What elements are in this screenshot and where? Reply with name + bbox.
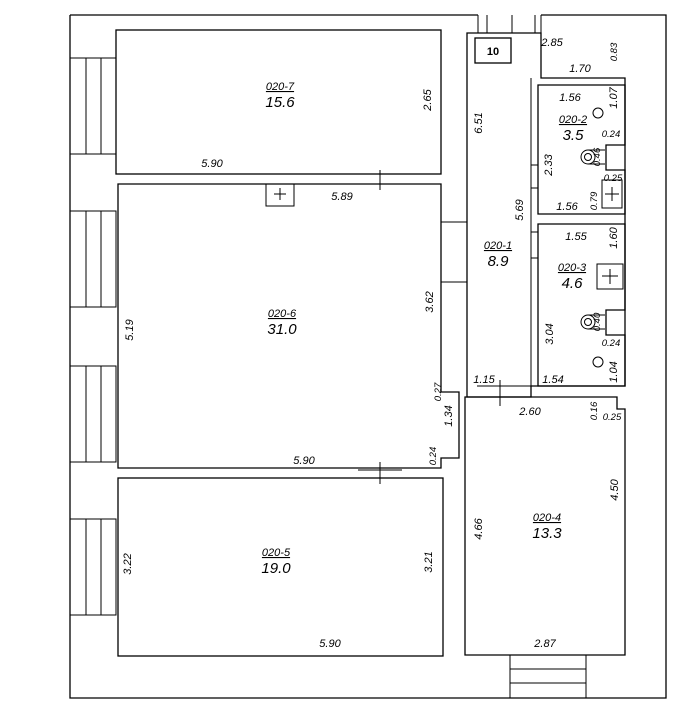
dim-r2-d: 0.79 [589, 191, 600, 210]
window-left-3 [69, 365, 117, 463]
room-label-020-2: 020-2 [559, 114, 587, 126]
dim-r3-right-top: 1.60 [608, 226, 620, 248]
room-label-020-4: 020-4 [533, 512, 561, 524]
dim-r7-right: 2.65 [422, 88, 434, 111]
room-020-6-outline [117, 183, 460, 469]
dim-r3-b: 0.24 [602, 338, 621, 349]
fixture-symbol-r2 [601, 179, 623, 209]
room-label-020-7: 020-7 [266, 81, 295, 93]
dim-r2-top: 1.56 [559, 92, 581, 104]
dim-r3-bottom: 1.54 [542, 374, 563, 386]
door-mark-r6-top [358, 170, 402, 190]
room-area-020-7: 15.6 [265, 94, 295, 111]
room-area-020-1: 8.9 [488, 253, 510, 270]
dim-corridor-bottom: 1.15 [473, 374, 495, 386]
dim-corridor-mid: 5.69 [514, 199, 526, 220]
dim-corridor-top: 2.85 [540, 37, 563, 49]
room-label-020-6: 020-6 [268, 308, 297, 320]
dim-corridor-height: 6.51 [473, 112, 485, 133]
room-area-020-2: 3.5 [563, 127, 585, 144]
room-label-020-3: 020-3 [558, 262, 587, 274]
toilet-icon-r3 [580, 314, 605, 330]
dim-r6-notch-bottom: 0.24 [428, 447, 439, 466]
badge-box [474, 37, 512, 64]
dim-r2-bottom: 1.56 [556, 201, 578, 213]
top-entrance [477, 15, 542, 33]
dim-r3-right-bottom: 1.04 [608, 361, 620, 382]
room-area-020-5: 19.0 [261, 560, 291, 577]
dim-r4-right: 4.50 [609, 478, 621, 500]
door-mark-r3 [531, 231, 538, 259]
room-020-3-outline [537, 223, 626, 387]
dim-r5-right: 3.21 [423, 551, 435, 572]
dim-r6-left: 5.19 [124, 319, 136, 340]
door-mark-r6-bottom [358, 462, 402, 484]
dim-r5-left: 3.22 [122, 553, 134, 574]
room-area-020-3: 4.6 [562, 275, 584, 292]
dim-r6-notch-top: 0.27 [433, 382, 444, 401]
window-left-4 [69, 518, 117, 616]
dim-r6-top: 5.89 [331, 191, 352, 203]
sink-icon-r2 [592, 107, 604, 119]
dim-r7-bottom: 5.90 [201, 158, 223, 170]
room-area-020-6: 31.0 [267, 321, 297, 338]
room-020-4-outline [464, 396, 626, 656]
room-area-020-4: 13.3 [532, 525, 562, 542]
fixture-symbol-r6 [265, 183, 295, 207]
dim-r2-a: 0.24 [602, 129, 621, 140]
room-020-2-outline [537, 84, 626, 215]
door-mark-r4 [477, 380, 531, 406]
dim-r6-bottom: 5.90 [293, 455, 315, 467]
room-020-5-outline [117, 477, 444, 657]
room-020-7-outline [115, 29, 442, 175]
dim-corridor-a: 0.83 [609, 42, 620, 61]
toilet-icon-r2 [580, 149, 605, 165]
dim-r5-bottom: 5.90 [319, 638, 341, 650]
room-label-020-5: 020-5 [262, 547, 291, 559]
dim-r2-left: 2.33 [543, 153, 555, 176]
sink-icon-r3 [592, 356, 604, 368]
dim-r6-notch: 1.34 [443, 405, 455, 426]
fixture-symbol-r3 [596, 263, 624, 290]
dim-r4-bottom: 2.87 [533, 638, 556, 650]
dim-r4-b: 0.25 [603, 412, 622, 423]
dim-r2-c: 0.25 [604, 173, 623, 184]
dim-r3-a: 0.40 [592, 312, 603, 331]
dim-corridor-b: 1.70 [569, 63, 591, 75]
dim-r3-top: 1.55 [565, 231, 587, 243]
dim-r2-right-top: 1.07 [608, 86, 620, 108]
dim-r6-right: 3.62 [424, 291, 436, 312]
window-left-1 [69, 57, 117, 155]
dim-r3-left: 3.04 [544, 323, 556, 344]
dim-r4-a: 0.16 [589, 401, 600, 420]
room-label-020-1: 020-1 [484, 240, 512, 252]
dim-r4-left: 4.66 [473, 517, 485, 539]
door-mark-corridor [441, 221, 467, 283]
window-left-2 [69, 210, 117, 308]
dim-r2-b: 0.46 [592, 147, 603, 166]
door-mark-r2 [531, 164, 538, 189]
badge-label: 10 [487, 46, 499, 58]
bottom-stairs [509, 654, 587, 699]
dim-r4-top: 2.60 [518, 406, 541, 418]
outer-wall [69, 14, 667, 699]
